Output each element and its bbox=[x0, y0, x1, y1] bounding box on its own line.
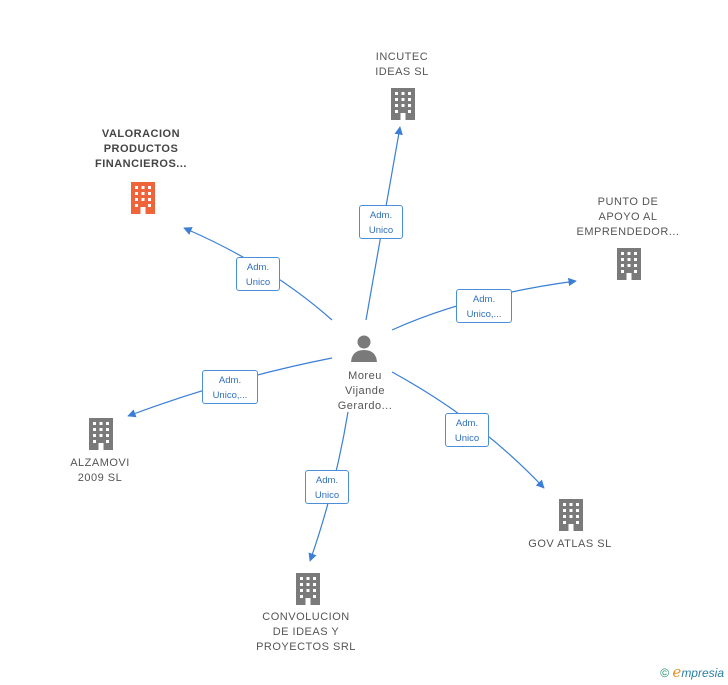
brand-initial: e bbox=[672, 663, 682, 681]
edge-label-punto[interactable]: Adm. Unico,... bbox=[456, 289, 512, 323]
edge-label-convolucion[interactable]: Adm. Unico bbox=[305, 470, 349, 504]
building-icon[interactable] bbox=[614, 246, 644, 280]
building-icon[interactable] bbox=[128, 180, 158, 214]
node-label-gov[interactable]: GOV ATLAS SL bbox=[528, 538, 612, 550]
node-label-punto[interactable]: PUNTO DE APOYO AL EMPRENDEDOR... bbox=[576, 196, 680, 238]
edge-label-incutec[interactable]: Adm. Unico bbox=[359, 205, 403, 239]
copyright-icon: © bbox=[660, 666, 670, 680]
node-label-incutec[interactable]: INCUTEC IDEAS SL bbox=[375, 51, 429, 78]
node-label-valoracion[interactable]: VALORACION PRODUCTOS FINANCIEROS... bbox=[95, 128, 187, 170]
edge-label-alzamovi[interactable]: Adm. Unico,... bbox=[202, 370, 258, 404]
brand-name: mpresia bbox=[681, 666, 724, 680]
building-icon[interactable] bbox=[293, 571, 323, 605]
node-label-convolucion[interactable]: CONVOLUCION DE IDEAS Y PROYECTOS SRL bbox=[256, 611, 356, 653]
empresia-footer[interactable]: © empresia bbox=[660, 663, 724, 681]
building-icon[interactable] bbox=[388, 86, 418, 120]
edge-label-valoracion[interactable]: Adm. Unico bbox=[236, 257, 280, 291]
node-label-alzamovi[interactable]: ALZAMOVI 2009 SL bbox=[70, 457, 130, 484]
edge-label-gov[interactable]: Adm. Unico bbox=[445, 413, 489, 447]
person-icon[interactable] bbox=[349, 333, 379, 363]
building-icon[interactable] bbox=[556, 497, 586, 531]
building-icon[interactable] bbox=[86, 416, 116, 450]
center-person-name[interactable]: Moreu Vijande Gerardo... bbox=[337, 370, 393, 412]
